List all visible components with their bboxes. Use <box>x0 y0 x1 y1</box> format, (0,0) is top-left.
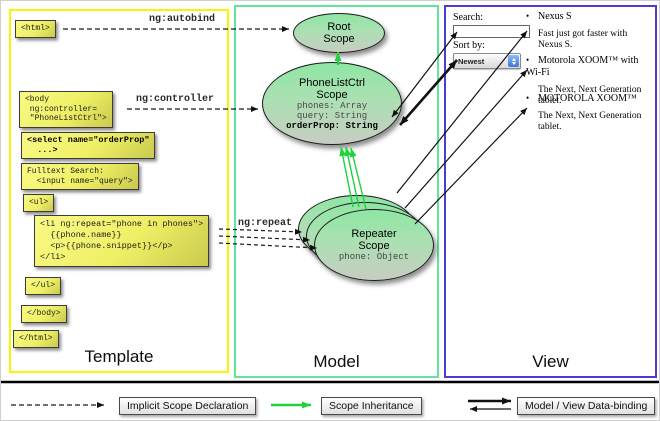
sort-by-label: Sort by: <box>453 40 485 51</box>
code-html-open: <html> <box>15 20 56 38</box>
list-item: • Nexus S Fast just got faster with Nexus… <box>526 10 651 51</box>
code-fulltext-search: Fulltext Search: <input name="query"> <box>21 163 139 190</box>
prop-phone: phone: Object <box>338 252 410 262</box>
label-ng-repeat: ng:repeat <box>238 218 293 229</box>
repeater-scope-ellipse: Repeater Scope phone: Object <box>314 209 434 281</box>
root-scope-title: Root Scope <box>323 21 355 45</box>
repeater-scope-title: Repeater Scope <box>351 228 397 252</box>
code-li-repeat: <li ng:repeat="phone in phones"> {{phone… <box>34 215 210 267</box>
prop-query: query: String <box>296 110 368 121</box>
code-body-close: </body> <box>21 305 67 323</box>
list-item-title: MOTOROLA XOOM™ <box>538 93 637 104</box>
code-ul-close: </ul> <box>25 277 62 295</box>
phonelistctrl-scope-title: PhoneListCtrl Scope <box>298 76 366 101</box>
list-item: •Motorola XOOM™ with Wi-Fi The Next, Nex… <box>526 54 651 107</box>
code-html-close: </html> <box>13 330 59 348</box>
list-item-title: Motorola XOOM™ with Wi-Fi <box>526 55 639 78</box>
list-item-title: Nexus S <box>538 11 572 22</box>
template-panel-label: Template <box>84 347 154 366</box>
code-body-open: <body ng:controller= "PhoneListCtrl"> <box>19 91 113 128</box>
prop-orderprop: orderProp: String <box>286 120 378 131</box>
sort-dropdown[interactable]: Newest <box>453 53 521 69</box>
list-item-desc: Fast just got faster with Nexus S. <box>538 29 628 50</box>
label-ng-controller: ng:controller <box>136 94 215 105</box>
legend-model-view-data-binding: Model / View Data-binding <box>517 397 656 415</box>
root-scope-ellipse: Root Scope <box>293 13 385 53</box>
list-item: • MOTOROLA XOOM™ The Next, Next Generatio… <box>526 92 651 133</box>
legend-implicit-scope-declaration: Implicit Scope Declaration <box>119 397 257 415</box>
label-ng-autobind: ng:autobind <box>149 14 216 25</box>
bullet-icon: • <box>526 11 530 21</box>
model-panel-label: Model <box>313 352 360 371</box>
list-item-desc: The Next, Next Generation tablet. <box>538 85 642 106</box>
search-label: Search: <box>453 12 483 23</box>
prop-phones: phones: Array <box>296 100 368 111</box>
search-input[interactable] <box>453 25 530 38</box>
code-ul-open: <ul> <box>23 194 55 212</box>
bullet-icon: • <box>526 55 530 65</box>
phonelistctrl-scope-ellipse: PhoneListCtrl Scope phones: Array query:… <box>262 62 402 145</box>
legend-scope-inheritance: Scope Inheritance <box>321 397 422 415</box>
dropdown-stepper-icon <box>508 55 519 67</box>
sort-dropdown-value: Newest <box>458 56 485 66</box>
view-panel-label: View <box>532 352 569 371</box>
model-panel: Model <box>234 5 439 378</box>
bullet-icon: • <box>526 93 530 103</box>
list-item-desc: The Next, Next Generation tablet. <box>538 111 642 132</box>
code-select: <select name="orderProp" ...> <box>21 132 156 159</box>
